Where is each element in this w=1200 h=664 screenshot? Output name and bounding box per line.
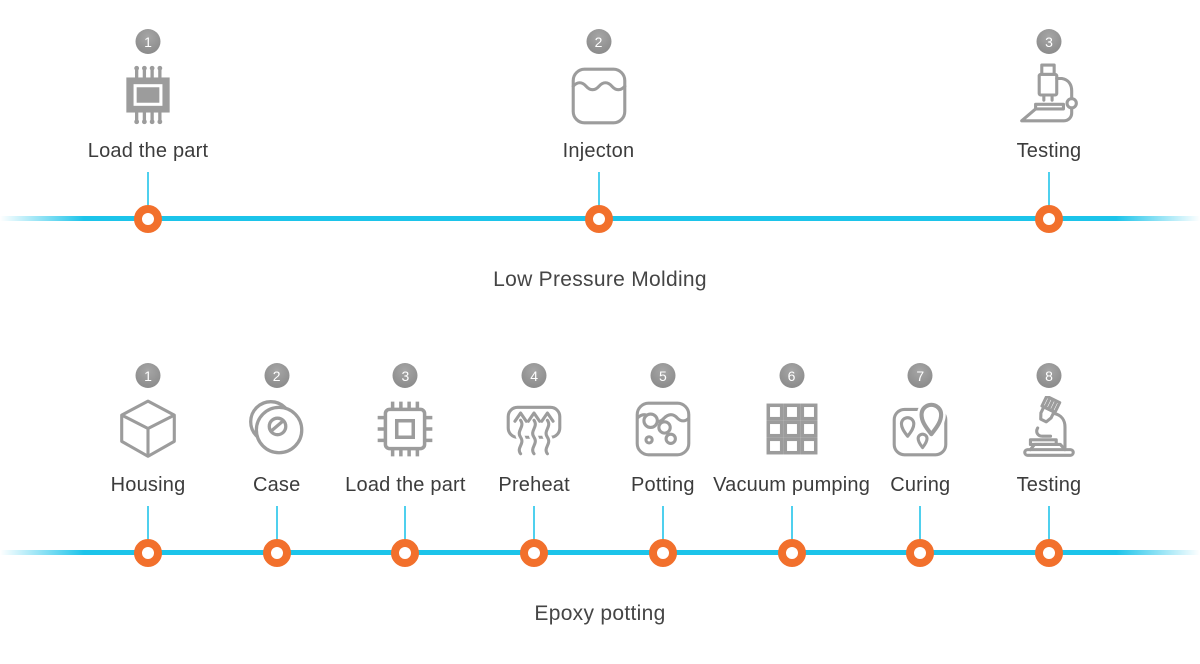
- low-pressure-molding-section: 1 Load the part 2 Injecton 3 Testing Low…: [0, 0, 1200, 330]
- connector-line: [147, 172, 149, 216]
- step-number-badge: 1: [135, 363, 161, 388]
- process-step: 2 Case: [162, 334, 392, 584]
- step-label: Testing: [1016, 474, 1082, 496]
- step-label: Case: [252, 474, 301, 496]
- timeline-marker: [134, 205, 162, 233]
- process-step: 1 Load the part: [33, 0, 263, 250]
- connector-line: [533, 506, 536, 550]
- steps-layer: 1 Housing 2 Case 3 Load the part 4: [0, 334, 1200, 664]
- step-number-badge: 3: [1036, 29, 1062, 54]
- step-label: Injecton: [562, 140, 635, 162]
- step-number-badge: 1: [135, 29, 161, 54]
- timeline-marker: [1035, 205, 1063, 233]
- timeline-marker: [134, 539, 162, 567]
- connector-line: [404, 506, 407, 550]
- step-number-badge: 5: [650, 363, 676, 388]
- timeline-marker: [777, 539, 806, 567]
- timeline-marker: [584, 205, 613, 233]
- step-number: 1: [144, 33, 152, 50]
- connector-line: [147, 506, 149, 550]
- process-step: 3 Testing: [934, 0, 1164, 250]
- connector-line: [661, 506, 664, 550]
- timeline-marker: [648, 539, 677, 567]
- step-label: Vacuum pumping: [713, 474, 871, 496]
- timeline-marker: [391, 539, 420, 567]
- step-number: 5: [658, 367, 667, 384]
- step-label: Load the part: [87, 140, 209, 162]
- process-step: 2 Injecton: [484, 0, 714, 250]
- process-step: 6 Vacuum pumping: [677, 334, 907, 584]
- timeline-marker: [520, 539, 549, 567]
- step-label: Preheat: [498, 474, 570, 496]
- step-number-badge: 3: [392, 363, 418, 388]
- connector-line: [790, 506, 793, 550]
- step-label: Testing: [1016, 140, 1082, 162]
- connector-line: [919, 506, 922, 550]
- step-number-badge: 6: [779, 363, 805, 388]
- connector-line: [597, 172, 600, 216]
- microscope-tilted-icon: [1015, 395, 1083, 463]
- epoxy-potting-section: 1 Housing 2 Case 3 Load the part 4: [0, 334, 1200, 664]
- section-title: Low Pressure Molding: [493, 268, 707, 291]
- step-label: Potting: [631, 474, 695, 496]
- step-number: 2: [272, 367, 281, 384]
- timeline-marker: [1035, 539, 1063, 567]
- steps-layer: 1 Load the part 2 Injecton 3 Testing: [0, 0, 1200, 330]
- step-number: 8: [1045, 367, 1053, 384]
- connector-line: [1048, 506, 1050, 550]
- process-step: 4 Preheat: [419, 334, 649, 584]
- process-step: 3 Load the part: [290, 334, 520, 584]
- step-number: 3: [1045, 33, 1053, 50]
- connector-line: [275, 506, 278, 550]
- process-step: 5 Potting: [548, 334, 778, 584]
- connector-line: [1048, 172, 1050, 216]
- step-label: Housing: [110, 474, 186, 496]
- step-number-badge: 2: [586, 29, 611, 54]
- step-number: 6: [787, 367, 796, 384]
- step-label: Curing: [890, 474, 951, 496]
- timeline-line: [0, 550, 1200, 555]
- step-label: Load the part: [345, 474, 466, 496]
- chip-filled-icon: [114, 61, 182, 129]
- step-number-badge: 4: [521, 363, 547, 388]
- step-number: 3: [401, 367, 410, 384]
- process-step: 8 Testing: [934, 334, 1164, 584]
- process-step: 1 Housing: [33, 334, 263, 584]
- process-step: 7 Curing: [805, 334, 1035, 584]
- step-number-badge: 8: [1036, 363, 1062, 388]
- section-title: Epoxy potting: [534, 602, 666, 625]
- step-number: 7: [916, 367, 925, 384]
- step-number-badge: 2: [264, 363, 290, 388]
- timeline-marker: [906, 539, 935, 567]
- microscope-icon: [1015, 61, 1083, 129]
- step-number-badge: 7: [907, 363, 933, 388]
- step-number: 1: [144, 367, 152, 384]
- step-number: 4: [530, 367, 539, 384]
- timeline-marker: [262, 539, 291, 567]
- step-number: 2: [594, 33, 603, 50]
- container-icon: [565, 61, 633, 129]
